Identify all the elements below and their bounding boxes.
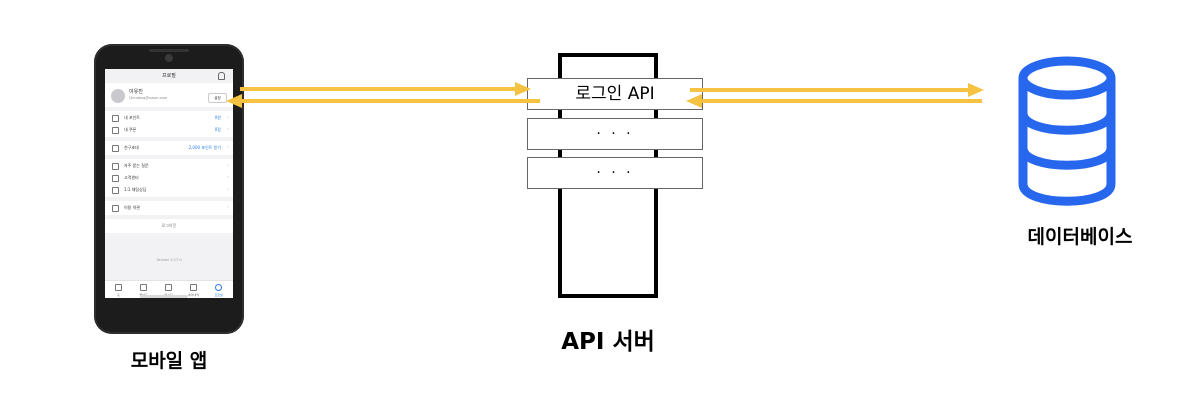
menu-row-label: 이용 약관	[124, 205, 140, 210]
chevron-right-icon: ›	[227, 174, 229, 179]
menu-group-1: 내 포인트 0원 › 내 쿠폰 0장 ›	[105, 111, 233, 137]
arrowhead-left	[226, 94, 242, 108]
person-icon	[215, 284, 222, 291]
server-block-ellipsis: · · ·	[527, 118, 703, 150]
chevron-right-icon: ›	[227, 114, 229, 119]
user-name: 이유진	[129, 89, 143, 95]
arrowhead-left	[686, 94, 702, 108]
login-api-block: 로그인 API	[527, 78, 703, 110]
arrowhead-right	[515, 82, 531, 96]
menu-row-terms[interactable]: 이용 약관 ›	[105, 202, 233, 214]
menu-row-label: 1:1 채팅상담	[124, 187, 147, 192]
chevron-right-icon: ›	[227, 204, 229, 209]
menu-group-4: 이용 약관 ›	[105, 201, 233, 215]
database-label: 데이터베이스	[1027, 226, 1133, 248]
menu-row-support[interactable]: 고객센터 ›	[105, 172, 233, 184]
menu-row-label: 자주 묻는 질문	[124, 163, 149, 168]
menu-row-invite[interactable]: 친구초대 2,000 포인트 받기 ›	[105, 142, 233, 154]
heart-icon	[140, 284, 147, 291]
tab-label: 프로필	[214, 293, 223, 297]
logout-button[interactable]: 로그아웃	[161, 223, 177, 228]
arrowhead-right	[968, 83, 984, 97]
chevron-right-icon: ›	[227, 126, 229, 131]
settings-button[interactable]: 설정	[208, 93, 227, 103]
tab-label: 홈	[117, 293, 120, 297]
mobile-phone: 프로필 이유진 l3eudong@naver.com 설정 내 포인트 0원 ›…	[94, 44, 244, 334]
menu-group-3: 자주 묻는 질문 › 고객센터 › 1:1 채팅상담 ›	[105, 159, 233, 197]
menu-row-value: 0장	[214, 127, 221, 132]
list-icon	[190, 284, 197, 291]
menu-row-label: 내 쿠폰	[124, 127, 137, 132]
tab-home[interactable]: 홈	[106, 284, 131, 297]
menu-row-label: 친구초대	[124, 145, 139, 150]
mail-icon	[165, 284, 172, 291]
tab-label: 예약내역	[187, 293, 200, 297]
menu-row-value: 2,000 포인트 받기	[188, 145, 221, 150]
home-icon	[115, 284, 122, 291]
chevron-right-icon: ›	[227, 186, 229, 191]
phone-screen: 프로필 이유진 l3eudong@naver.com 설정 내 포인트 0원 ›…	[105, 69, 233, 298]
tab-reservations[interactable]: 예약내역	[181, 284, 206, 297]
gift-icon	[112, 145, 119, 152]
server-block-ellipsis: · · ·	[527, 157, 703, 189]
question-icon	[112, 163, 119, 170]
menu-row-faq[interactable]: 자주 묻는 질문 ›	[105, 160, 233, 172]
phone-camera	[165, 54, 173, 62]
logout-card: 로그아웃	[105, 219, 233, 233]
coupon-icon	[112, 127, 119, 134]
point-icon	[112, 115, 119, 122]
menu-row-label: 내 포인트	[124, 115, 140, 120]
api-server-label: API 서버	[561, 329, 655, 355]
home-indicator	[140, 295, 188, 298]
menu-row-chat[interactable]: 1:1 채팅상담 ›	[105, 184, 233, 196]
user-email: l3eudong@naver.com	[129, 96, 168, 100]
chat-icon	[112, 187, 119, 194]
menu-row-value: 0원	[214, 115, 221, 120]
mobile-app-label: 모바일 앱	[130, 350, 208, 372]
chevron-right-icon: ›	[227, 162, 229, 167]
chevron-right-icon: ›	[227, 144, 229, 149]
bell-icon[interactable]	[218, 72, 225, 80]
screen-header-title: 프로필	[162, 73, 176, 79]
menu-row-label: 고객센터	[124, 175, 139, 180]
phone-speaker	[149, 49, 189, 52]
menu-row-points[interactable]: 내 포인트 0원 ›	[105, 112, 233, 124]
app-version: Version 5.17.0	[156, 258, 182, 262]
menu-group-2: 친구초대 2,000 포인트 받기 ›	[105, 141, 233, 155]
menu-row-coupons[interactable]: 내 쿠폰 0장 ›	[105, 124, 233, 136]
headset-icon	[112, 175, 119, 182]
document-icon	[112, 205, 119, 212]
database-icon	[1018, 56, 1116, 206]
avatar	[111, 89, 125, 103]
tab-profile[interactable]: 프로필	[206, 284, 231, 297]
